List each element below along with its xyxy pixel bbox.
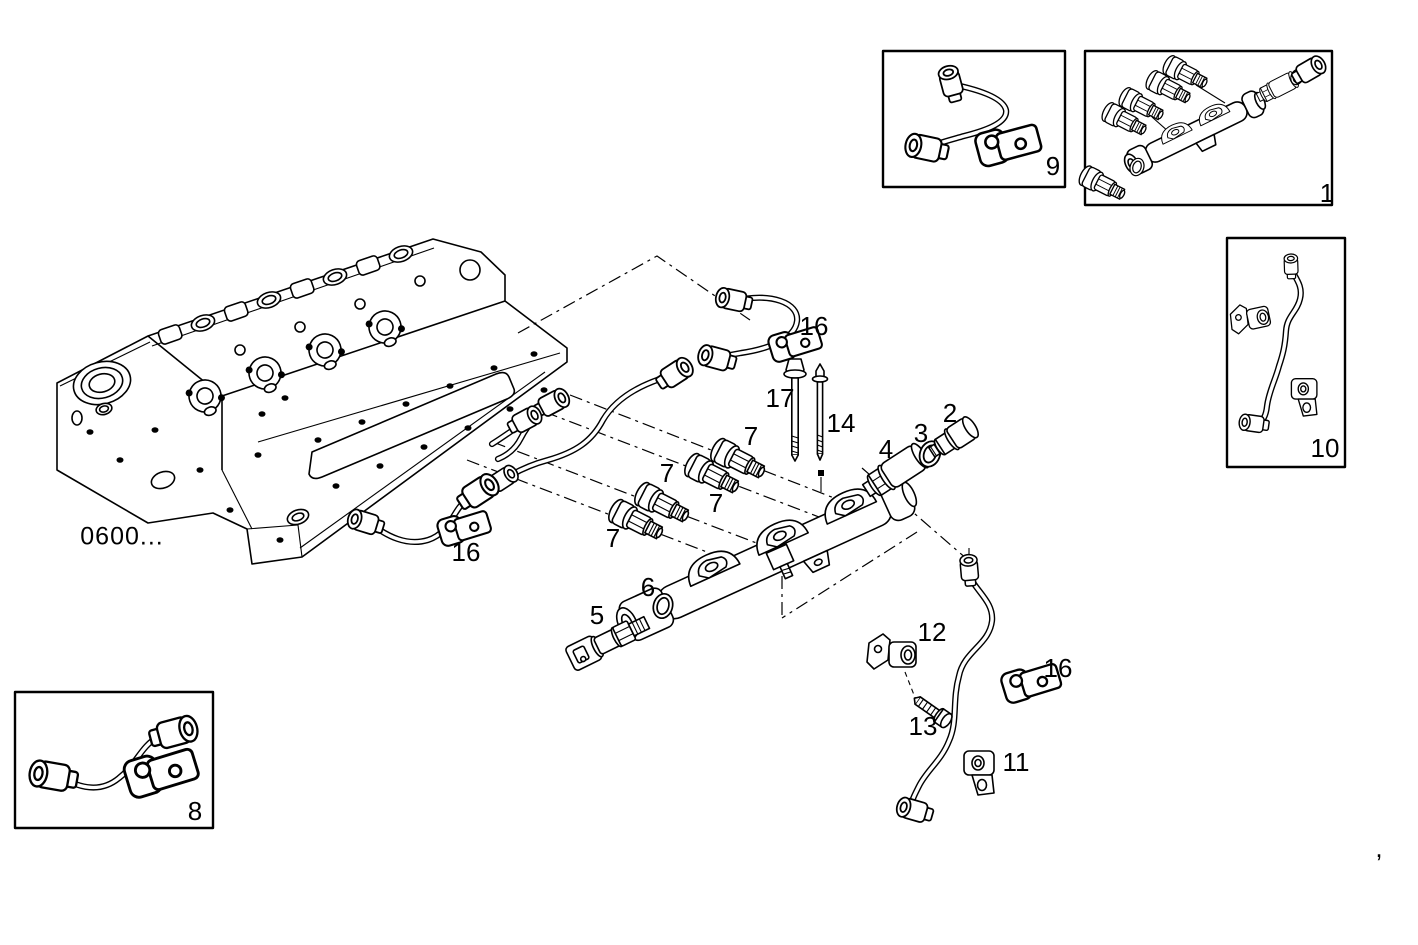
callout-part-7-b: 7 xyxy=(659,458,675,488)
pipe-union-nut xyxy=(652,353,698,394)
callout-part-7-c: 7 xyxy=(708,488,724,518)
callout-part-1: 1 xyxy=(1319,178,1335,208)
pressure-sensor xyxy=(563,610,654,673)
cylinder-head-drawing xyxy=(56,238,568,565)
callout-part-5: 5 xyxy=(589,600,605,630)
callout-part-7-d: 7 xyxy=(605,523,621,553)
callout-part-13: 13 xyxy=(908,711,938,741)
head-castellation xyxy=(157,245,414,345)
callout-part-11: 11 xyxy=(1002,747,1030,777)
rail-mounting-stud xyxy=(765,543,795,580)
callout-part-2: 2 xyxy=(942,398,958,428)
stray-comma-mark: , xyxy=(1375,833,1383,863)
drawing-reference-code: 0600... xyxy=(80,522,164,551)
inset-box-1 xyxy=(1075,49,1334,207)
head-front-boss xyxy=(72,360,132,406)
inset-box-8 xyxy=(13,690,215,830)
head-bolt-dots xyxy=(86,351,548,543)
pipe-union-nut xyxy=(713,285,755,315)
callout-part-14: 14 xyxy=(826,408,856,438)
callout-part-7-a: 7 xyxy=(743,421,759,451)
return-pipe-drawing xyxy=(866,548,996,826)
inset-box-9 xyxy=(881,49,1067,189)
callout-part-17: 17 xyxy=(765,383,795,413)
callout-part-10: 10 xyxy=(1310,433,1340,463)
callout-part-16-a: 16 xyxy=(799,311,829,341)
callout-part-16-c: 16 xyxy=(1043,653,1073,683)
callout-part-12: 12 xyxy=(917,617,947,647)
rail-connectors xyxy=(604,435,770,546)
head-injector-bores xyxy=(185,259,481,417)
deck-plate-opening xyxy=(308,371,516,480)
callout-part-8: 8 xyxy=(187,796,203,826)
callout-part-6: 6 xyxy=(640,572,656,602)
inset-box-10 xyxy=(1225,236,1347,469)
callout-part-16-b: 16 xyxy=(451,537,481,567)
pipe-clamp-12 xyxy=(866,633,917,670)
rail-stud-14 xyxy=(811,363,829,461)
callout-part-3: 3 xyxy=(913,418,929,448)
pipe-bracket-11 xyxy=(963,750,995,796)
callout-part-4: 4 xyxy=(878,434,894,464)
pipe-union-nut xyxy=(695,342,739,375)
pipe-union-nut xyxy=(344,506,387,539)
callout-part-9: 9 xyxy=(1045,151,1061,181)
